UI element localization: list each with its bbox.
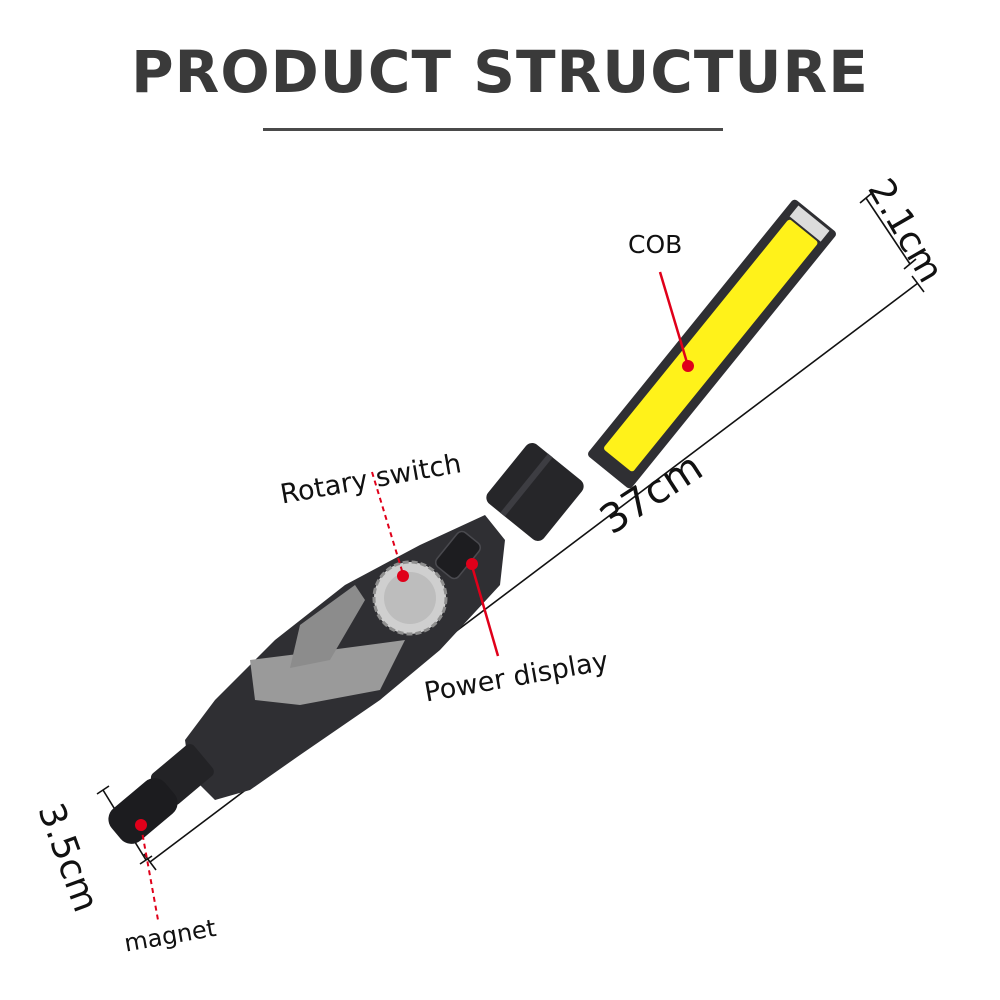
swivel-base	[108, 744, 214, 844]
pointer-cob	[658, 271, 694, 372]
title-underline	[263, 128, 723, 131]
cob-head	[588, 199, 836, 489]
cob-label: COB	[628, 230, 683, 259]
hinge	[486, 443, 584, 541]
head-width-dimension-line	[859, 192, 917, 270]
pointer-power-display	[466, 558, 500, 657]
page-title: PRODUCT STRUCTURE	[131, 38, 869, 106]
pointer-magnet	[135, 819, 159, 921]
cob-led-panel	[604, 219, 818, 472]
grip-stripe-2	[290, 585, 365, 668]
rotary-switch-knob	[372, 560, 448, 636]
pointer-rotary-switch	[371, 471, 409, 582]
grip-stripe	[250, 640, 405, 705]
